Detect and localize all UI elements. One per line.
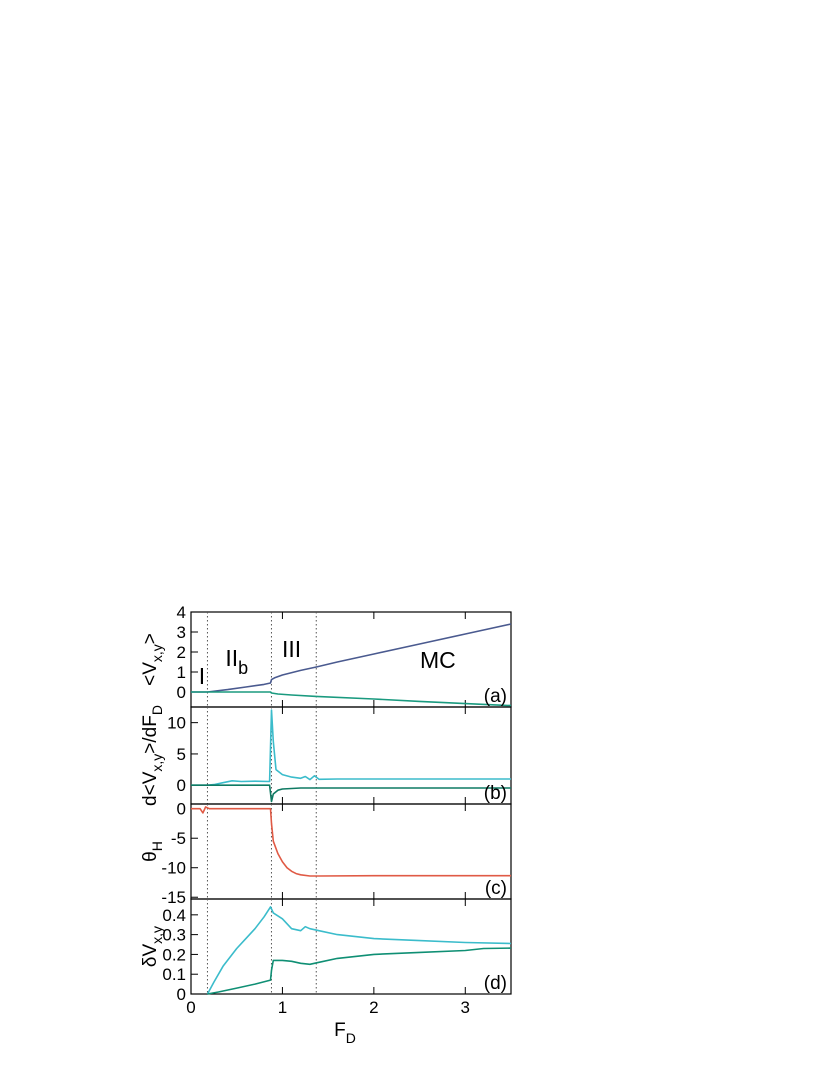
y-tick-label: 3: [177, 623, 186, 642]
y-tick-label: 0.1: [162, 965, 186, 984]
series-line-d-2: [207, 947, 512, 995]
y-tick-label: -15: [161, 888, 186, 907]
x-tick-label: 3: [461, 998, 470, 1017]
y-tick-label: 0: [177, 776, 186, 795]
region-label: I: [199, 663, 205, 689]
y-tick-label: 0.4: [162, 906, 186, 925]
x-tick-label: 0: [186, 998, 195, 1017]
panel-letter: (d): [484, 973, 507, 994]
panel-frame: [190, 803, 512, 900]
y-tick-label: 0.2: [162, 945, 186, 964]
x-axis-title: FD: [334, 1020, 356, 1046]
panel-frame: [190, 898, 512, 995]
panel-frame: [190, 706, 512, 805]
y-axis-title: <Vx,y>: [140, 633, 165, 686]
y-tick-label: 0: [177, 985, 186, 1004]
x-tick-label: 2: [369, 998, 378, 1017]
region-label: MC: [420, 647, 456, 673]
y-tick-label: 2: [177, 643, 186, 662]
panel-b: 0 5 10d<Vx,y>/dFD (b): [140, 705, 512, 806]
x-tick-label: 1: [278, 998, 287, 1017]
y-axis-title: δVx,y: [140, 926, 165, 967]
y-tick-label: 10: [167, 714, 186, 733]
series-line-c-1: [191, 806, 511, 877]
y-tick-label: 0: [177, 683, 186, 702]
panel-letter: (c): [485, 878, 507, 899]
series-line-a-1: [191, 623, 512, 693]
series-line-a-2: [191, 691, 512, 707]
y-tick-label: 4: [177, 603, 186, 622]
series-line-b-1: [191, 709, 511, 787]
panel-letter: (a): [484, 686, 507, 707]
region-label: III: [282, 636, 301, 662]
series-line-b-2: [191, 784, 511, 803]
y-tick-label: 5: [177, 745, 186, 764]
y-axis-title: θH: [140, 841, 165, 862]
region-label: IIb: [225, 645, 248, 678]
y-axis-title: d<Vx,y>/dFD: [140, 705, 165, 806]
y-tick-label: -5: [171, 829, 186, 848]
y-tick-label: -10: [161, 859, 186, 878]
panel-c: -15 -10 -5 0 θH (c): [140, 800, 512, 907]
y-tick-label: 0.3: [162, 926, 186, 945]
series-line-d-1: [206, 906, 512, 995]
panel-letter: (b): [484, 783, 507, 804]
y-tick-label: 0: [177, 800, 186, 819]
y-tick-label: 1: [177, 663, 186, 682]
x-axis: FD 0 1 2 3: [186, 998, 470, 1046]
